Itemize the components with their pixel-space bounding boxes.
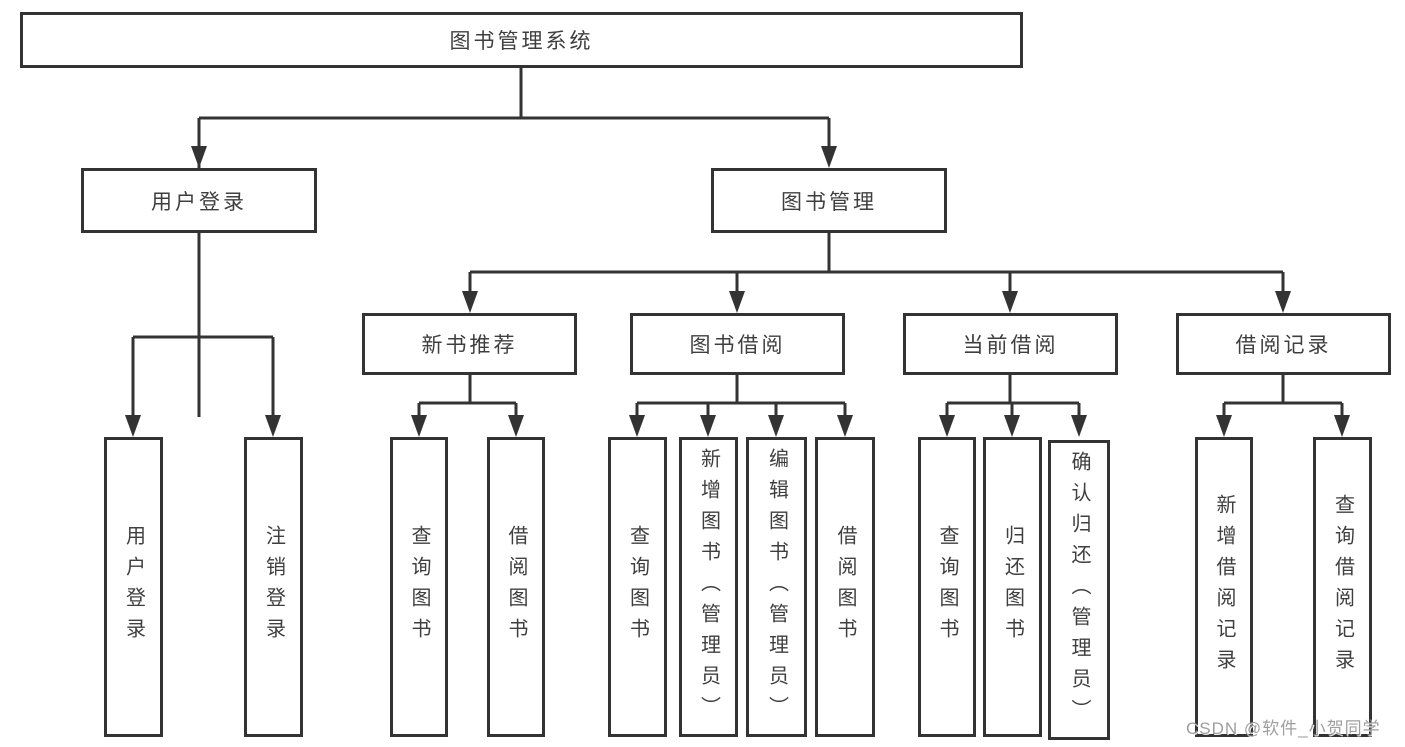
- node-borrow-records: 借阅记录: [1176, 313, 1391, 375]
- node-label: 用户登录: [122, 525, 145, 649]
- arrowhead: [265, 415, 281, 437]
- arrowhead: [462, 291, 478, 313]
- node-label: 确认归还（管理员）: [1068, 450, 1090, 730]
- node-label: 图书管理: [781, 190, 877, 214]
- arrowhead: [1002, 291, 1018, 313]
- node-label: 查询图书: [626, 525, 649, 649]
- arrowhead: [729, 291, 745, 313]
- connector-user-login-group: [131, 233, 275, 419]
- arrowhead: [191, 146, 207, 168]
- node-label: 借阅图书: [505, 525, 527, 649]
- connector-borrow-records: [1222, 375, 1344, 419]
- connector-new-book-rec: [417, 375, 518, 419]
- arrowhead: [629, 415, 645, 437]
- node-label: 查询图书: [408, 525, 430, 649]
- node-label: 借阅图书: [834, 525, 856, 649]
- node-label: 新增图书（管理员）: [697, 447, 720, 727]
- node-user-login-group: 用户登录: [81, 168, 317, 233]
- node-book-borrowing: 图书借阅: [630, 313, 845, 375]
- arrowhead: [411, 415, 427, 437]
- node-label: 当前借阅: [962, 334, 1059, 357]
- node-user-login: 用户登录: [104, 437, 163, 737]
- node-label: 新书推荐: [421, 334, 518, 357]
- arrowhead: [1334, 415, 1350, 437]
- node-logout: 注销登录: [244, 437, 303, 737]
- node-edit-books-admin: 编辑图书（管理员）: [746, 437, 807, 737]
- node-query-borrow-record: 查询借阅记录: [1313, 437, 1372, 737]
- node-label: 图书借阅: [689, 334, 786, 357]
- node-label: 新增借阅记录: [1213, 494, 1235, 680]
- node-label: 注销登录: [262, 525, 285, 649]
- node-label: 用户登录: [151, 190, 247, 214]
- connector-book-borrow: [635, 375, 847, 419]
- node-query-books-current: 查询图书: [918, 437, 976, 737]
- connector-root-to-level1: [197, 68, 831, 417]
- arrowhead: [1071, 415, 1087, 437]
- node-label: 归还图书: [1001, 525, 1024, 649]
- node-confirm-return-admin: 确认归还（管理员）: [1048, 440, 1110, 740]
- arrowhead: [821, 146, 837, 168]
- connector-book-mgmt: [468, 233, 1285, 295]
- node-label: 查询借阅记录: [1331, 494, 1354, 680]
- arrowhead: [125, 415, 141, 437]
- arrowhead: [508, 415, 524, 437]
- node-new-book-recommend: 新书推荐: [362, 313, 577, 375]
- csdn-watermark: CSDN @软件_小贺同学: [1186, 719, 1381, 738]
- node-borrow-books-recommend: 借阅图书: [487, 437, 545, 737]
- node-borrow-books: 借阅图书: [815, 437, 875, 737]
- arrowhead: [700, 415, 716, 437]
- node-return-books: 归还图书: [983, 437, 1042, 737]
- node-query-books-borrow: 查询图书: [608, 437, 667, 737]
- node-label: 查询图书: [936, 525, 958, 649]
- node-book-management: 图书管理: [711, 168, 947, 233]
- node-system-root: 图书管理系统: [20, 12, 1023, 68]
- node-label: 图书管理系统: [449, 30, 594, 53]
- arrowhead: [837, 415, 853, 437]
- node-current-borrowing: 当前借阅: [903, 313, 1118, 375]
- node-add-books-admin: 新增图书（管理员）: [679, 437, 738, 737]
- arrowhead: [768, 415, 784, 437]
- node-label: 借阅记录: [1235, 334, 1332, 357]
- node-query-books-recommend: 查询图书: [390, 437, 448, 737]
- arrowhead: [1004, 415, 1020, 437]
- connector-current-borrow: [945, 375, 1081, 419]
- arrowhead: [1275, 291, 1291, 313]
- node-add-borrow-record: 新增借阅记录: [1195, 437, 1253, 737]
- arrowhead: [1216, 415, 1232, 437]
- arrowhead: [939, 415, 955, 437]
- node-label: 编辑图书（管理员）: [765, 447, 788, 727]
